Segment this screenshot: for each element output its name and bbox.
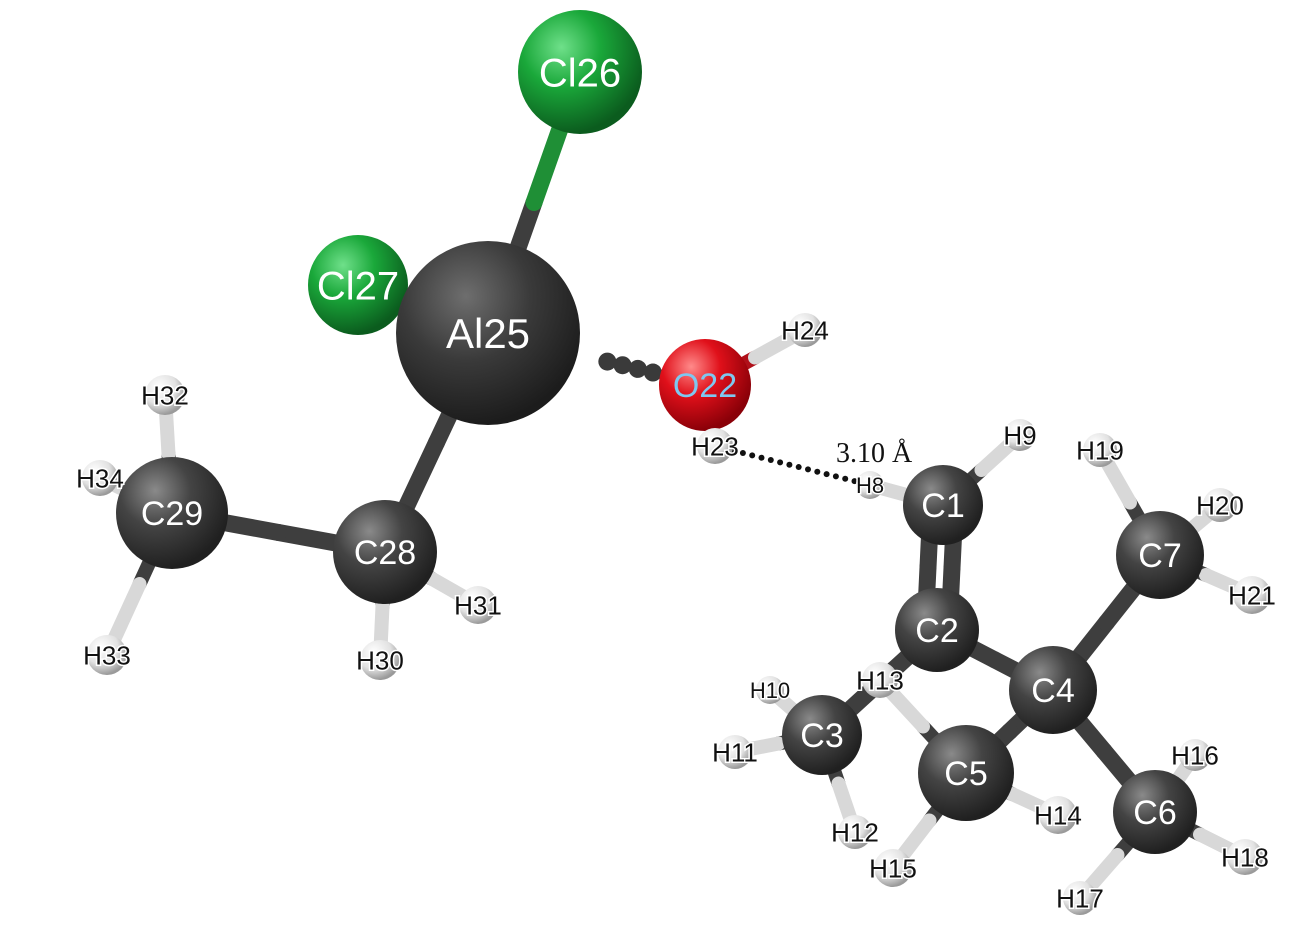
atom-h9 xyxy=(1004,419,1036,451)
atom-label-h15: H15 xyxy=(869,853,917,883)
atom-label-h34: H34 xyxy=(76,463,124,493)
atom-label-h9: H9 xyxy=(1003,420,1036,450)
atom-label-al25: Al25 xyxy=(446,310,530,357)
atom-h20 xyxy=(1203,488,1237,522)
atom-label-c7: C7 xyxy=(1138,537,1181,575)
atom-label-cl26: Cl26 xyxy=(539,51,621,95)
bond-layer xyxy=(93,63,1259,905)
atom-o22 xyxy=(659,339,751,431)
atom-c4 xyxy=(1009,646,1097,734)
atom-h8 xyxy=(856,471,884,499)
atom-label-h33: H33 xyxy=(83,640,131,670)
atom-h17 xyxy=(1063,881,1097,915)
atom-h32 xyxy=(145,375,185,415)
atom-c7 xyxy=(1116,511,1204,599)
atom-layer xyxy=(82,10,1271,915)
atom-label-h16: H16 xyxy=(1171,740,1219,770)
atom-c29 xyxy=(116,457,228,569)
atom-h24 xyxy=(788,313,822,347)
atom-label-h21: H21 xyxy=(1228,580,1276,610)
atom-label-c2: C2 xyxy=(915,612,958,650)
atom-c2 xyxy=(895,588,979,672)
atom-label-h20: H20 xyxy=(1196,490,1244,520)
atom-h16 xyxy=(1179,739,1211,771)
atom-h14 xyxy=(1039,796,1077,834)
atom-label-h30: H30 xyxy=(356,645,404,675)
atom-c3 xyxy=(782,695,862,775)
atom-label-cl27: Cl27 xyxy=(317,264,399,308)
atom-h31 xyxy=(459,586,497,624)
atom-label-c4: C4 xyxy=(1031,672,1074,710)
atom-h12 xyxy=(838,815,872,849)
atom-label-h17: H17 xyxy=(1056,883,1104,913)
atom-c28 xyxy=(333,500,437,604)
atom-label-h32: H32 xyxy=(141,380,189,410)
atom-label-h24: H24 xyxy=(781,315,829,345)
distance-label: 3.10 Å xyxy=(836,438,913,469)
atom-label-h23: H23 xyxy=(691,431,739,461)
atom-h33 xyxy=(87,635,127,675)
atom-label-h11: H11 xyxy=(712,737,758,767)
atom-c1 xyxy=(903,465,983,545)
hydrogen-interaction-h23-h8 xyxy=(730,447,858,485)
atom-label-h18: H18 xyxy=(1221,842,1269,872)
atom-c5 xyxy=(918,725,1014,821)
atom-label-o22: O22 xyxy=(673,367,737,405)
atom-h10 xyxy=(756,676,784,704)
atom-h18 xyxy=(1227,839,1263,875)
atom-al25 xyxy=(396,241,580,425)
atom-h23 xyxy=(697,428,733,464)
atom-label-h14: H14 xyxy=(1034,800,1082,830)
atom-h30 xyxy=(360,640,400,680)
atom-cl27 xyxy=(308,235,408,335)
atom-label-c1: C1 xyxy=(921,487,964,525)
atom-h19 xyxy=(1083,433,1117,467)
atom-label-h13: H13 xyxy=(856,665,904,695)
atom-h15 xyxy=(874,849,912,887)
atom-label-h10: H10 xyxy=(750,678,790,703)
atom-cl26 xyxy=(518,10,642,134)
atom-c6 xyxy=(1113,770,1197,854)
atom-label-c28: C28 xyxy=(354,534,416,572)
atom-h21 xyxy=(1233,576,1271,614)
atom-label-c6: C6 xyxy=(1133,794,1176,832)
atom-label-h12: H12 xyxy=(831,817,879,847)
atom-label-c29: C29 xyxy=(141,495,203,533)
atom-label-c3: C3 xyxy=(800,717,843,755)
atom-label-c5: C5 xyxy=(944,755,987,793)
atom-label-h31: H31 xyxy=(454,590,502,620)
atom-label-h8: H8 xyxy=(856,473,884,498)
atom-h13 xyxy=(862,662,898,698)
atom-label-h19: H19 xyxy=(1076,435,1124,465)
atom-h34 xyxy=(82,460,118,496)
atom-h11 xyxy=(718,735,752,769)
